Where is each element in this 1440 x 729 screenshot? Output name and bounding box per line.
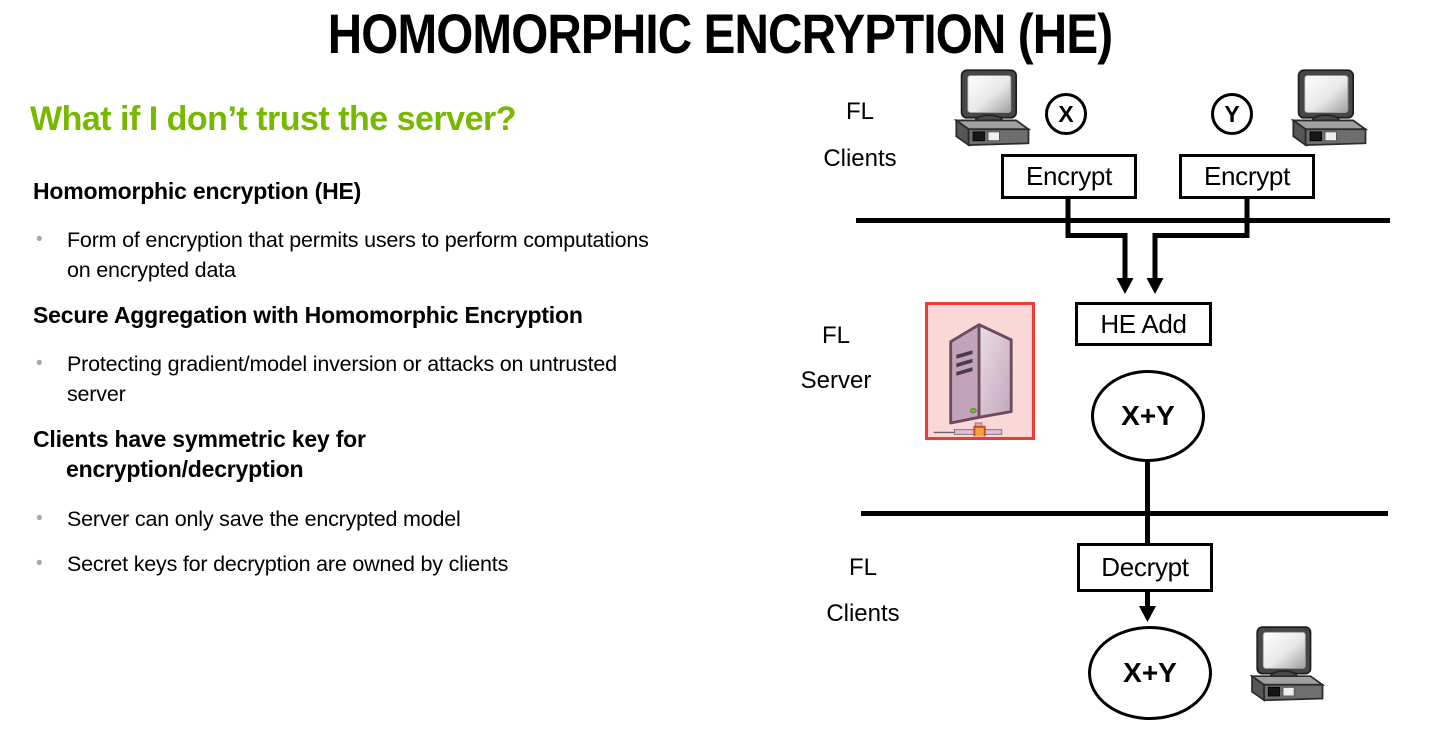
bullet-text: Form of encryption that permits users to… xyxy=(67,228,649,282)
bullet-item: Secret keys for decryption are owned by … xyxy=(36,549,676,579)
fl-clients-bottom-label-line2: Clients xyxy=(826,600,900,627)
y-value-badge: Y xyxy=(1211,93,1253,135)
fl-clients-top-label-line1: FL xyxy=(845,98,874,125)
section-heading: Clients have symmetric key for encryptio… xyxy=(33,426,366,482)
bullet-text: Secret keys for decryption are owned by … xyxy=(67,552,509,576)
encrypt-box-right: Encrypt xyxy=(1179,154,1315,199)
sum-ellipse-bottom: X+Y xyxy=(1088,626,1212,720)
arrowhead-right-icon xyxy=(1146,278,1164,294)
x-value-badge: X xyxy=(1045,93,1087,135)
sum-ellipse-top: X+Y xyxy=(1091,370,1205,462)
arrowhead-left-icon xyxy=(1116,278,1134,294)
bullet-text: Protecting gradient/model inversion or a… xyxy=(67,352,617,406)
connector-encrypt-right xyxy=(1152,199,1250,280)
fl-server-label-line2: Server xyxy=(800,367,872,394)
bullet-item: Protecting gradient/model inversion or a… xyxy=(36,349,676,409)
server-highlight-box xyxy=(925,302,1035,440)
decrypt-box: Decrypt xyxy=(1077,543,1213,592)
bullet-text: Server can only save the encrypted model xyxy=(67,507,461,531)
bullet-item: Form of encryption that permits users to… xyxy=(36,225,676,285)
desktop-computer-icon xyxy=(1240,626,1326,704)
he-add-box: HE Add xyxy=(1075,302,1212,346)
fl-server-label-line1: FL xyxy=(821,322,850,349)
decrypt-arrowhead-icon xyxy=(1139,606,1156,622)
fl-clients-top-label-line2: Clients xyxy=(823,145,897,172)
desktop-computer-icon xyxy=(1281,69,1369,149)
encrypt-box-left: Encrypt xyxy=(1001,154,1137,199)
section-heading: Secure Aggregation with Homomorphic Encr… xyxy=(33,302,583,328)
question-heading: What if I don’t trust the server? xyxy=(30,100,516,138)
server-tower-icon xyxy=(928,305,1032,437)
bullet-item: Server can only save the encrypted model xyxy=(36,504,676,534)
connector-encrypt-left xyxy=(1065,199,1128,280)
section-heading: Homomorphic encryption (HE) xyxy=(33,178,362,204)
desktop-computer-icon xyxy=(944,69,1032,149)
page-title: HOMOMORPHIC ENCRYPTION (HE) xyxy=(327,2,1113,65)
fl-clients-bottom-label-line1: FL xyxy=(848,554,877,581)
